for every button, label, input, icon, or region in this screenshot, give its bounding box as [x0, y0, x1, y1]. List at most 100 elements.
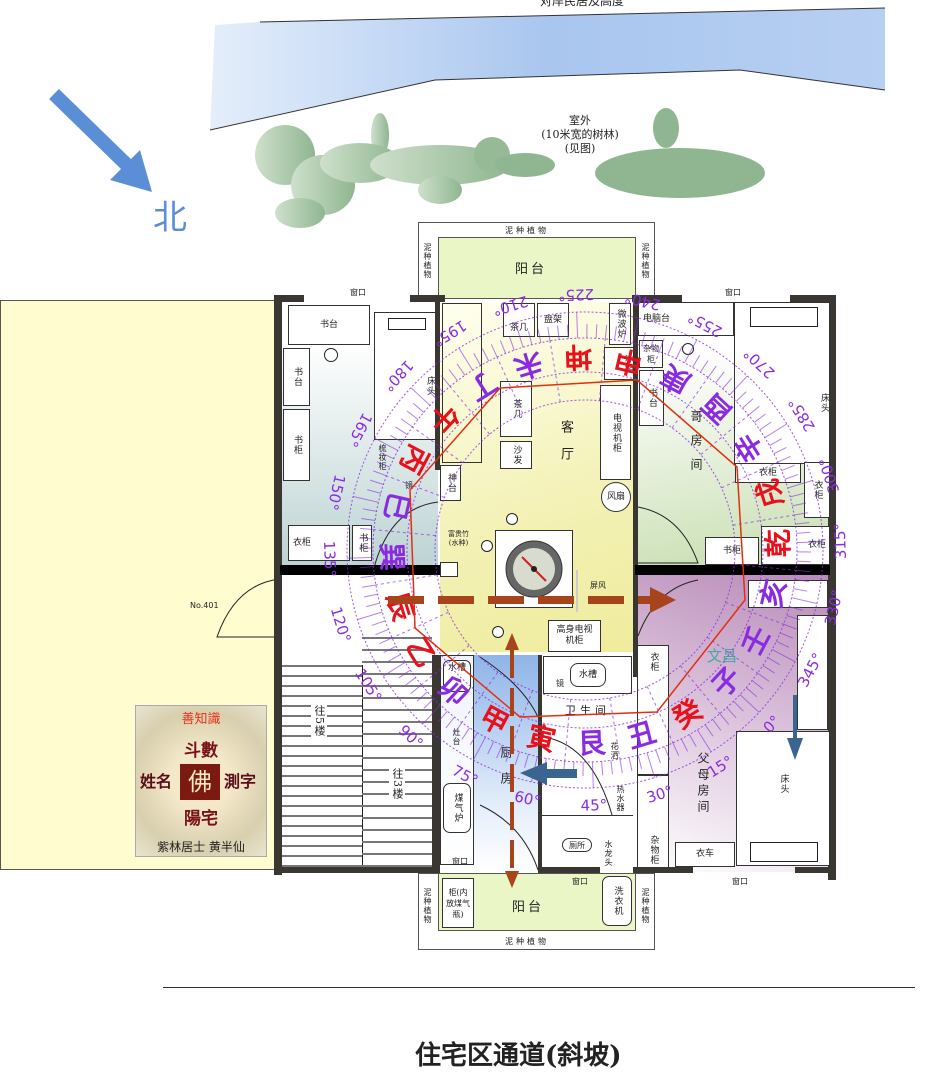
logo-top: 善知識 — [181, 712, 221, 727]
north-arrow-icon — [49, 88, 152, 192]
bamboo-sub: (水种) — [448, 539, 469, 547]
planter-label: 泥种植物 — [641, 888, 650, 924]
screen-divider — [576, 570, 578, 612]
plant-pot — [682, 343, 694, 355]
window-label: 窗口 — [725, 288, 741, 297]
gas-stove: 煤气炉 — [443, 783, 471, 833]
kitchen-door-swings — [479, 656, 539, 871]
stairs-down — [362, 637, 432, 872]
plant-pot — [506, 513, 518, 525]
study-desk-2: 书台 — [283, 348, 310, 406]
parents-wardrobe: 衣柜 — [637, 645, 669, 775]
bamboo-text: 富贵竹 — [448, 530, 469, 538]
study-bookshelf: 书柜 — [283, 409, 310, 481]
outdoor-note: (见图) — [564, 142, 596, 155]
microwave: 微波炉 — [609, 303, 631, 345]
pillow — [388, 318, 426, 330]
wall-east — [828, 295, 836, 880]
tv-cabinet: 电视机柜 — [600, 385, 631, 480]
bathroom-door-swing — [543, 736, 613, 816]
study-wardrobe: 衣柜 — [288, 525, 350, 561]
parents-storage: 杂物柜 — [637, 775, 669, 870]
brother-desk: 书台 — [639, 370, 664, 426]
tall-tv-cabinet: 高身电视机柜 — [548, 620, 601, 652]
road-edge — [163, 987, 915, 988]
parents-room-label: 父母房间 — [696, 752, 710, 816]
sofa: 沙发 — [500, 441, 532, 469]
parents-wardrobe-top — [748, 580, 828, 608]
brother-wardrobe-2: 衣柜 — [804, 462, 830, 518]
brother-room-label: 哥房间 — [689, 410, 703, 482]
stairs-up — [282, 665, 363, 872]
logo-left: 姓名 — [140, 772, 173, 791]
planter-label: 泥种植物 — [505, 226, 549, 235]
sewing-machine: 衣车 — [675, 842, 735, 867]
bamboo-vase — [440, 562, 458, 577]
wall — [795, 867, 836, 873]
fridge: 冰箱 — [604, 347, 634, 380]
mirror-label: 镜 — [405, 481, 413, 490]
wall — [432, 655, 440, 873]
footer-title: 住宅区通道(斜坡) — [415, 1041, 622, 1071]
wall — [410, 295, 445, 302]
wall — [274, 295, 304, 302]
logo-footer: 紫林居士 黄半仙 — [157, 840, 245, 854]
toilet: 厕所 — [562, 838, 592, 852]
brother-wardrobe-3: 衣柜 — [761, 526, 830, 565]
stairs-up-label: 往5楼 — [311, 705, 327, 737]
counter-label: 灶台 — [452, 728, 461, 746]
wenchang-label: 文昌 — [707, 647, 738, 665]
brother-door-swing — [637, 506, 699, 564]
compass-icon — [505, 540, 563, 598]
gas-cylinder-cabinet: 柜(内放煤气瓶) — [442, 878, 474, 928]
opposite-buildings-band — [209, 7, 886, 228]
lucky-bamboo-label: 富贵竹(水种) — [448, 530, 469, 548]
wall — [274, 867, 434, 873]
study-door-swing — [373, 501, 439, 569]
pillow — [750, 842, 818, 862]
planter-label: 泥种植物 — [423, 888, 432, 924]
tap-label: 水龙头 — [604, 840, 613, 867]
storage-cabinet: 杂物柜 — [639, 340, 663, 368]
divider — [542, 815, 633, 816]
plant-pot — [324, 348, 338, 362]
living-cabinet — [442, 303, 482, 463]
top-balcony — [438, 237, 636, 299]
parents-cabinet — [797, 615, 828, 730]
window-label: 窗口 — [572, 877, 588, 886]
window-label: 窗口 — [732, 877, 748, 886]
window-label: 窗口 — [350, 288, 366, 297]
logo-seal: 善知識 斗數 姓名 佛 測字 陽宅 紫林居士 黄半仙 — [135, 705, 267, 857]
tea-table: 茶几 — [500, 381, 532, 437]
outdoor-sub: (10米宽的树林) — [541, 128, 619, 141]
dish-rack: 盘架 — [537, 303, 569, 337]
plant-pot — [481, 540, 493, 552]
study-bookshelf-2: 书柜 — [352, 525, 372, 561]
wall — [633, 867, 693, 873]
brother-wardrobe: 衣柜 — [735, 463, 801, 483]
bathroom-sink: 水槽 — [570, 663, 606, 687]
wall-west — [274, 295, 282, 875]
stairs-down-label: 往3楼 — [389, 768, 405, 800]
altar: 神台 — [440, 465, 461, 501]
screen-label: 屏风 — [590, 581, 606, 590]
unit-number: No.401 — [190, 601, 219, 610]
outdoor-title: 室外 — [569, 114, 591, 127]
wall — [280, 565, 440, 575]
kitchen-sink: 水槽 — [443, 660, 471, 692]
mirror-label: 镜 — [556, 679, 564, 688]
trees — [255, 108, 765, 228]
wall — [540, 867, 600, 873]
computer-desk: 电脑台 — [638, 302, 734, 336]
washing-machine: 洗衣机 — [602, 876, 632, 926]
bathroom-label: 卫生间 — [565, 704, 610, 717]
north-label: 北 — [153, 198, 187, 238]
wall — [635, 565, 830, 575]
compass-photo — [495, 530, 573, 608]
bottom-balcony-label: 阳台 — [512, 900, 545, 915]
planter-label: 泥种植物 — [505, 937, 549, 946]
logo-upper: 斗數 — [184, 741, 218, 761]
logo-right: 測字 — [224, 772, 257, 791]
parents-door-swing — [637, 579, 699, 637]
